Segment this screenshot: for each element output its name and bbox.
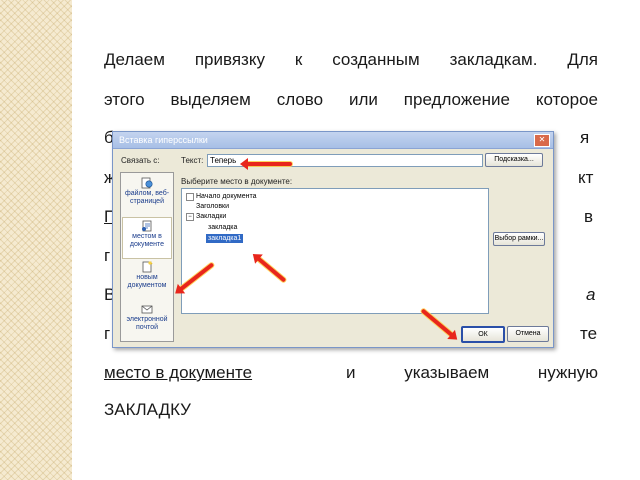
sidebar-label-email: электронной почтой [126,316,168,331]
tree-item-document-start[interactable]: Начало документа [196,193,257,200]
link-place-in-document[interactable]: место в документе [104,363,253,382]
paragraph-line-4-end: кт [578,168,594,187]
email-icon [141,305,153,314]
sidebar-label-file-web: файлом, веб-страницей [124,190,170,205]
tree-collapsed-sign[interactable] [186,193,194,201]
link-to-sidebar: файлом, веб-страницей местом в документе… [120,172,174,342]
paragraph-line-4-start: ж [104,168,116,187]
link-to-label: Связать с: [121,156,160,165]
text-label: Текст: [181,156,204,165]
paragraph-line-3-start: б [104,128,114,147]
insert-hyperlink-dialog: Вставка гиперссылки ✕ Связать с: Текст: … [112,131,554,348]
frame-select-button[interactable]: Выбор рамки... [493,232,545,246]
new-document-icon [142,261,153,273]
paragraph-line-7-start: В [104,285,116,304]
paragraph-line-8-start: г [104,324,111,343]
tree-item-bookmarks[interactable]: Закладки [196,213,227,220]
globe-file-icon [141,177,153,189]
document-place-tree: Начало документа Заголовки − Закладки за… [181,188,489,314]
paragraph-line-6-start: г [104,246,111,265]
dialog-titlebar: Вставка гиперссылки ✕ [113,132,553,149]
sidebar-label-place-in-document: местом в документе [129,233,165,248]
arrow-to-text-field [246,162,292,166]
paragraph-line-7-end: а [586,285,596,304]
hint-button[interactable]: Подсказка... [485,153,543,167]
paragraph-line-10: ЗАКЛАДКУ [104,400,191,419]
sidebar-item-new-document[interactable]: новым документом [122,259,172,299]
decorative-margin-strip [0,0,72,480]
paragraph-line-3-end: я [580,128,590,147]
paragraph-line-5-end: в [584,207,594,226]
dialog-title: Вставка гиперссылки [119,135,208,145]
paragraph-line-9-end: и указываем нужную [346,363,598,382]
sidebar-item-email[interactable]: электронной почтой [122,301,172,341]
sidebar-item-place-in-document[interactable]: местом в документе [122,217,172,259]
paragraph-line-2: этого выделяем слово или предложение кот… [104,90,598,109]
document-place-icon [142,220,152,232]
place-in-document-label: Выберите место в документе: [181,177,293,186]
sidebar-label-new-document: новым документом [127,274,167,289]
tree-expand-sign[interactable]: − [186,213,194,221]
tree-item-bookmark1[interactable]: закладка1 [206,234,244,243]
paragraph-line-1: Делаем привязку к созданным закладкам. Д… [104,50,598,69]
sidebar-item-file-web[interactable]: файлом, веб-страницей [122,175,172,215]
close-icon[interactable]: ✕ [534,134,550,147]
cancel-button[interactable]: Отмена [507,326,549,342]
paragraph-line-8-end: те [580,324,598,343]
ok-button[interactable]: ОК [461,326,505,343]
tree-item-bookmark[interactable]: закладка [208,224,238,231]
tree-item-headings[interactable]: Заголовки [196,203,230,210]
